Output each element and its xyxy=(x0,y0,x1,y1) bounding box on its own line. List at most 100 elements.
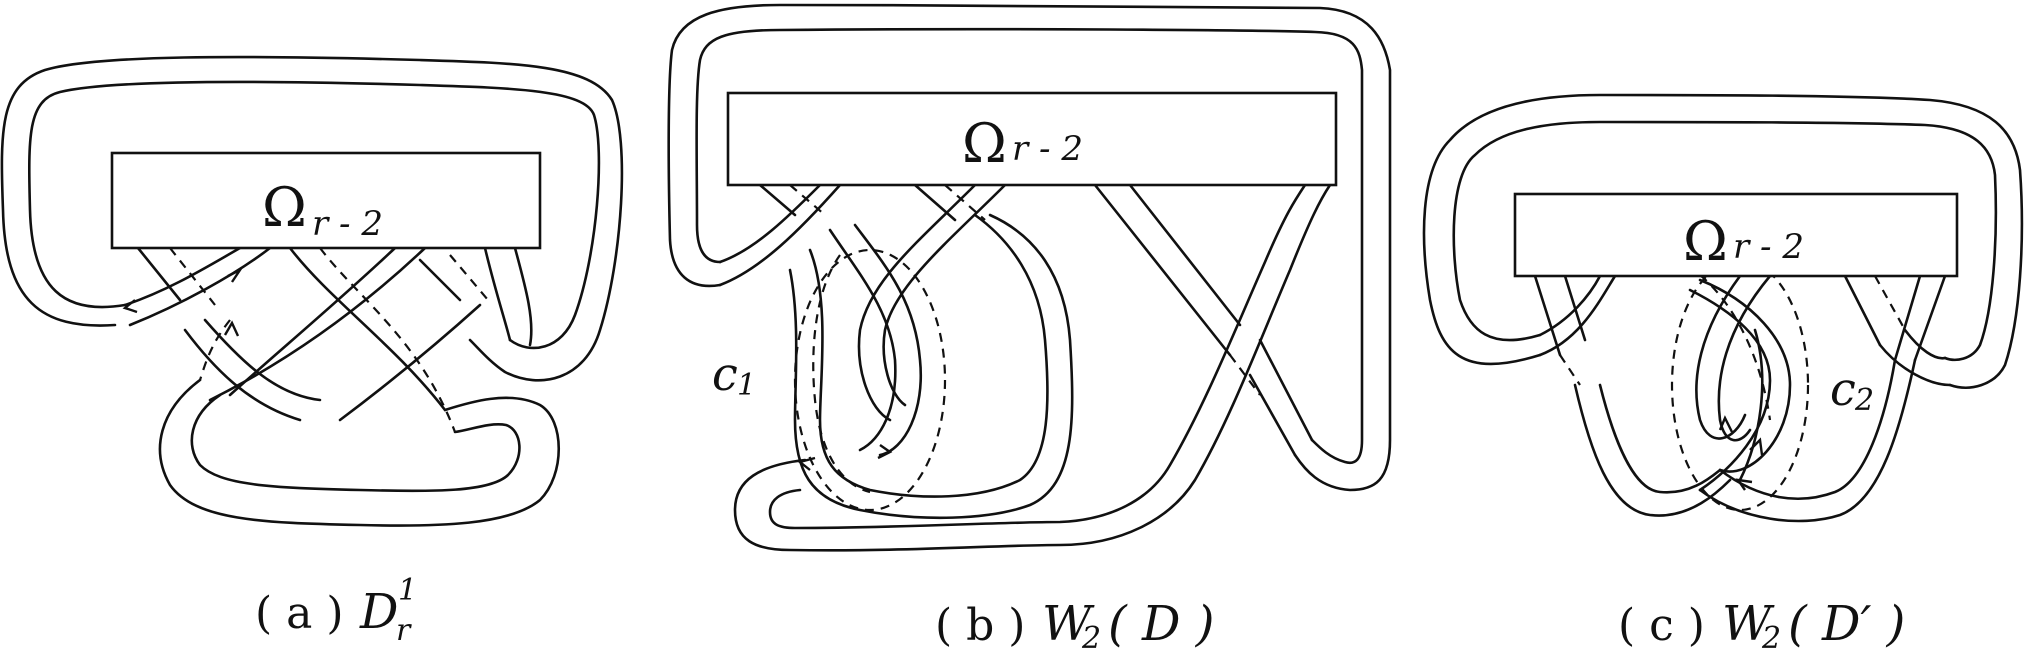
arrow-c-2 xyxy=(1749,437,1764,456)
strand-b-13 xyxy=(1093,183,1232,357)
strand-c-8 xyxy=(1688,288,1772,492)
omega-subscript-c: r - 2 xyxy=(1733,227,1804,267)
strand-a-11 xyxy=(198,319,231,381)
panel-a: Ω r - 2 ( a ) D 1 r xyxy=(0,55,624,648)
dashed-curve-c2-inner xyxy=(1699,274,1772,421)
strand-a-1 xyxy=(136,246,182,302)
caption-a-prefix: ( a ) xyxy=(255,588,344,639)
caption-b-suffix: ( D ) xyxy=(1108,596,1214,652)
band-b-top-inner xyxy=(695,27,1364,465)
arrow-b-1 xyxy=(797,456,816,471)
strand-c-6 xyxy=(1695,274,1747,440)
strand-b-5 xyxy=(913,183,957,222)
strand-c-1 xyxy=(1533,274,1562,357)
caption-a-main: D xyxy=(359,584,398,640)
omega-symbol-c: Ω xyxy=(1683,210,1728,273)
strand-c-4 xyxy=(1538,274,1617,357)
band-b-top-outer xyxy=(667,3,1392,492)
omega-subscript-a: r - 2 xyxy=(312,204,383,244)
strand-c-5 xyxy=(1538,274,1602,337)
strand-c-15 xyxy=(1893,274,1922,362)
strand-a-10 xyxy=(203,318,322,402)
curve-label-c2-sub: 2 xyxy=(1854,383,1874,418)
strand-b-3 xyxy=(718,183,842,287)
dashed-curve-c2 xyxy=(1670,258,1810,512)
strand-a-5 xyxy=(288,246,447,412)
omega-box-c xyxy=(1513,192,1959,278)
band-c-outer xyxy=(1422,93,2024,389)
strand-b-1 xyxy=(758,183,797,217)
omega-subscript-b: r - 2 xyxy=(1012,129,1083,169)
strand-b-9 xyxy=(828,228,897,452)
panel-c: Ω r - 2 c 2 ( c ) W 2 ( D′ ) xyxy=(1422,93,2024,656)
caption-a-superscript: 1 xyxy=(398,573,417,608)
strand-b-7 xyxy=(857,183,977,422)
strand-c-7 xyxy=(1717,274,1772,442)
caption-c-main: W xyxy=(1722,596,1775,652)
strand-b-11 xyxy=(808,213,1049,498)
strand-a-2 xyxy=(169,247,216,306)
caption-c-subscript: 2 xyxy=(1761,621,1781,656)
strand-b-6 xyxy=(944,184,986,221)
strand-b-2 xyxy=(789,184,826,216)
caption-c-suffix: ( D′ ) xyxy=(1788,596,1905,652)
dashed-curve-c1-inner xyxy=(812,254,871,494)
caption-b-subscript: 2 xyxy=(1081,621,1101,656)
strand-b-4 xyxy=(718,183,822,264)
strand-a-8 xyxy=(208,246,427,402)
arrow-c-3 xyxy=(1735,478,1753,491)
strand-c-13 xyxy=(1878,343,1952,387)
arrow-b-2 xyxy=(877,444,893,460)
strand-b-8 xyxy=(882,183,1007,407)
caption-b-prefix: ( b ) xyxy=(935,600,1025,651)
caption-c-prefix: ( c ) xyxy=(1618,600,1705,651)
strand-c-11 xyxy=(1843,274,1882,347)
strand-a-9 xyxy=(183,328,302,422)
band-a-inner xyxy=(28,80,601,350)
strand-a-15 xyxy=(483,246,512,342)
curve-label-c1: c xyxy=(712,347,738,401)
strand-c-14 xyxy=(1903,328,1947,360)
strand-a-6 xyxy=(319,247,457,433)
panel-b: Ω r - 2 c 1 ( b ) W 2 ( D ) xyxy=(667,3,1392,656)
curve-label-c1-sub: 1 xyxy=(737,368,756,403)
strand-c-16 xyxy=(1913,274,1947,362)
strand-b-15 xyxy=(1229,354,1261,396)
arrow-a-1 xyxy=(122,299,138,314)
band-c-lower-4 xyxy=(1718,358,1897,501)
strand-a-12 xyxy=(338,303,482,422)
band-c-inner xyxy=(1452,120,1998,362)
omega-symbol-a: Ω xyxy=(262,176,307,239)
strand-a-3 xyxy=(123,246,242,307)
band-c-lower-3 xyxy=(1698,358,1917,523)
arrow-c-1 xyxy=(1718,415,1734,433)
strand-c-10 xyxy=(1738,328,1764,482)
strand-c-12 xyxy=(1874,275,1906,331)
strand-c-3 xyxy=(1559,354,1581,386)
band-c-lower-2 xyxy=(1598,383,1722,494)
dashed-curve-c1 xyxy=(793,248,947,512)
omega-symbol-b: Ω xyxy=(962,112,1007,175)
arrow-a-3 xyxy=(223,320,240,337)
band-a-lower-inner xyxy=(190,393,521,493)
band-a-lower-outer xyxy=(158,378,560,527)
strand-a-16 xyxy=(513,246,533,347)
strand-a-4 xyxy=(128,246,272,327)
band-b-lower-inner xyxy=(768,183,1307,530)
strand-c-9 xyxy=(1698,278,1792,473)
strand-b-17 xyxy=(1258,338,1314,442)
strand-a-7 xyxy=(228,246,397,397)
strand-a-14 xyxy=(449,254,489,301)
omega-box-a xyxy=(110,151,542,250)
caption-a-subscript: r xyxy=(396,613,412,648)
caption-b-main: W xyxy=(1042,596,1095,652)
omega-box-b xyxy=(726,91,1338,187)
strand-b-16 xyxy=(1248,373,1297,457)
strand-a-13 xyxy=(418,258,462,302)
strand-b-12 xyxy=(788,213,1074,520)
curve-label-c2: c xyxy=(1830,362,1856,416)
band-b-lower-outer xyxy=(733,183,1332,552)
strand-b-10 xyxy=(853,223,923,457)
strand-b-14 xyxy=(1128,183,1242,327)
